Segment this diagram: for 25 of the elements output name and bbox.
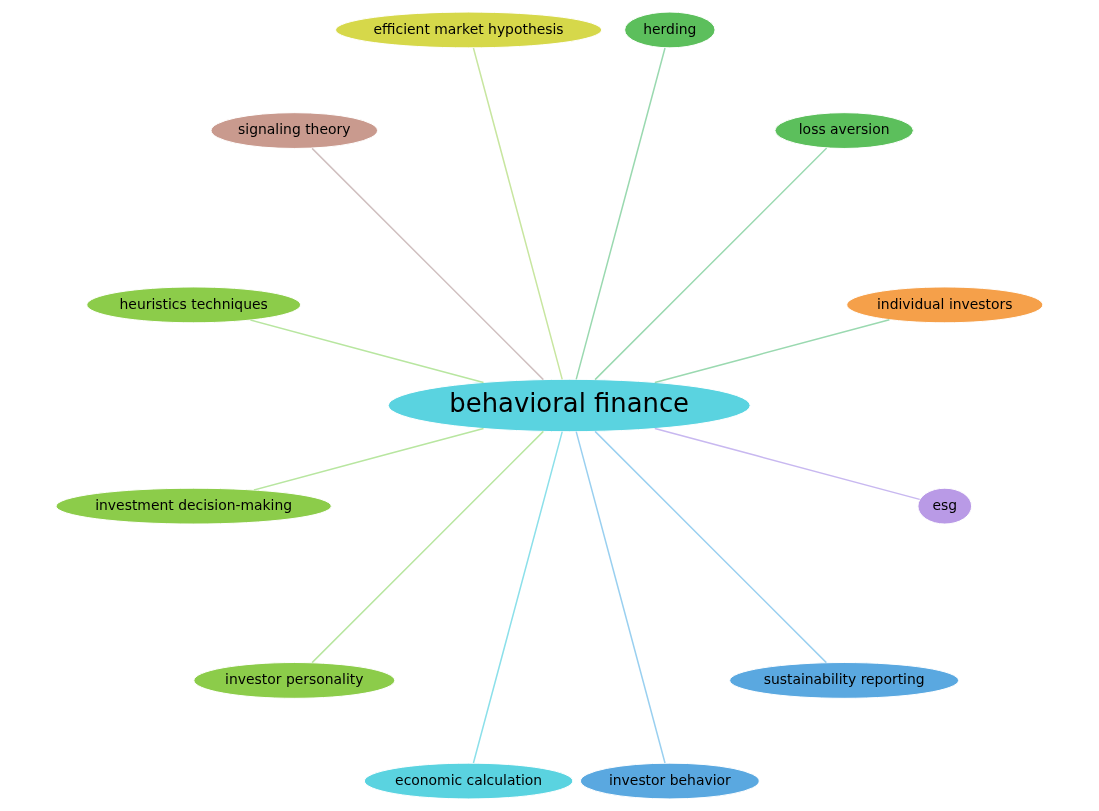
node-ellipse: signaling theory bbox=[210, 112, 379, 149]
node-ellipse: herding bbox=[624, 11, 716, 49]
node-ellipse: sustainability reporting bbox=[729, 662, 960, 699]
connector bbox=[594, 430, 828, 664]
connector bbox=[472, 430, 563, 764]
node-ellipse: investment decision-making bbox=[55, 487, 332, 525]
node-ellipse: heuristics techniques bbox=[86, 286, 302, 324]
connector bbox=[575, 430, 666, 764]
node-ellipse: esg bbox=[917, 487, 973, 525]
node-ellipse: investor behavior bbox=[579, 762, 760, 800]
node-ellipse: investor personality bbox=[193, 662, 396, 699]
connector bbox=[654, 318, 891, 384]
node-ellipse: behavioral finance bbox=[387, 378, 751, 433]
connector bbox=[472, 47, 563, 381]
connector bbox=[311, 147, 545, 381]
node-ellipse: loss aversion bbox=[774, 112, 914, 149]
connector bbox=[594, 147, 828, 381]
connector bbox=[253, 427, 485, 491]
connector bbox=[249, 319, 485, 384]
node-ellipse: efficient market hypothesis bbox=[335, 11, 603, 49]
connector bbox=[654, 427, 921, 501]
node-ellipse: economic calculation bbox=[363, 762, 574, 800]
connector bbox=[575, 47, 666, 381]
node-ellipse: individual investors bbox=[846, 286, 1044, 324]
connector bbox=[311, 430, 545, 664]
